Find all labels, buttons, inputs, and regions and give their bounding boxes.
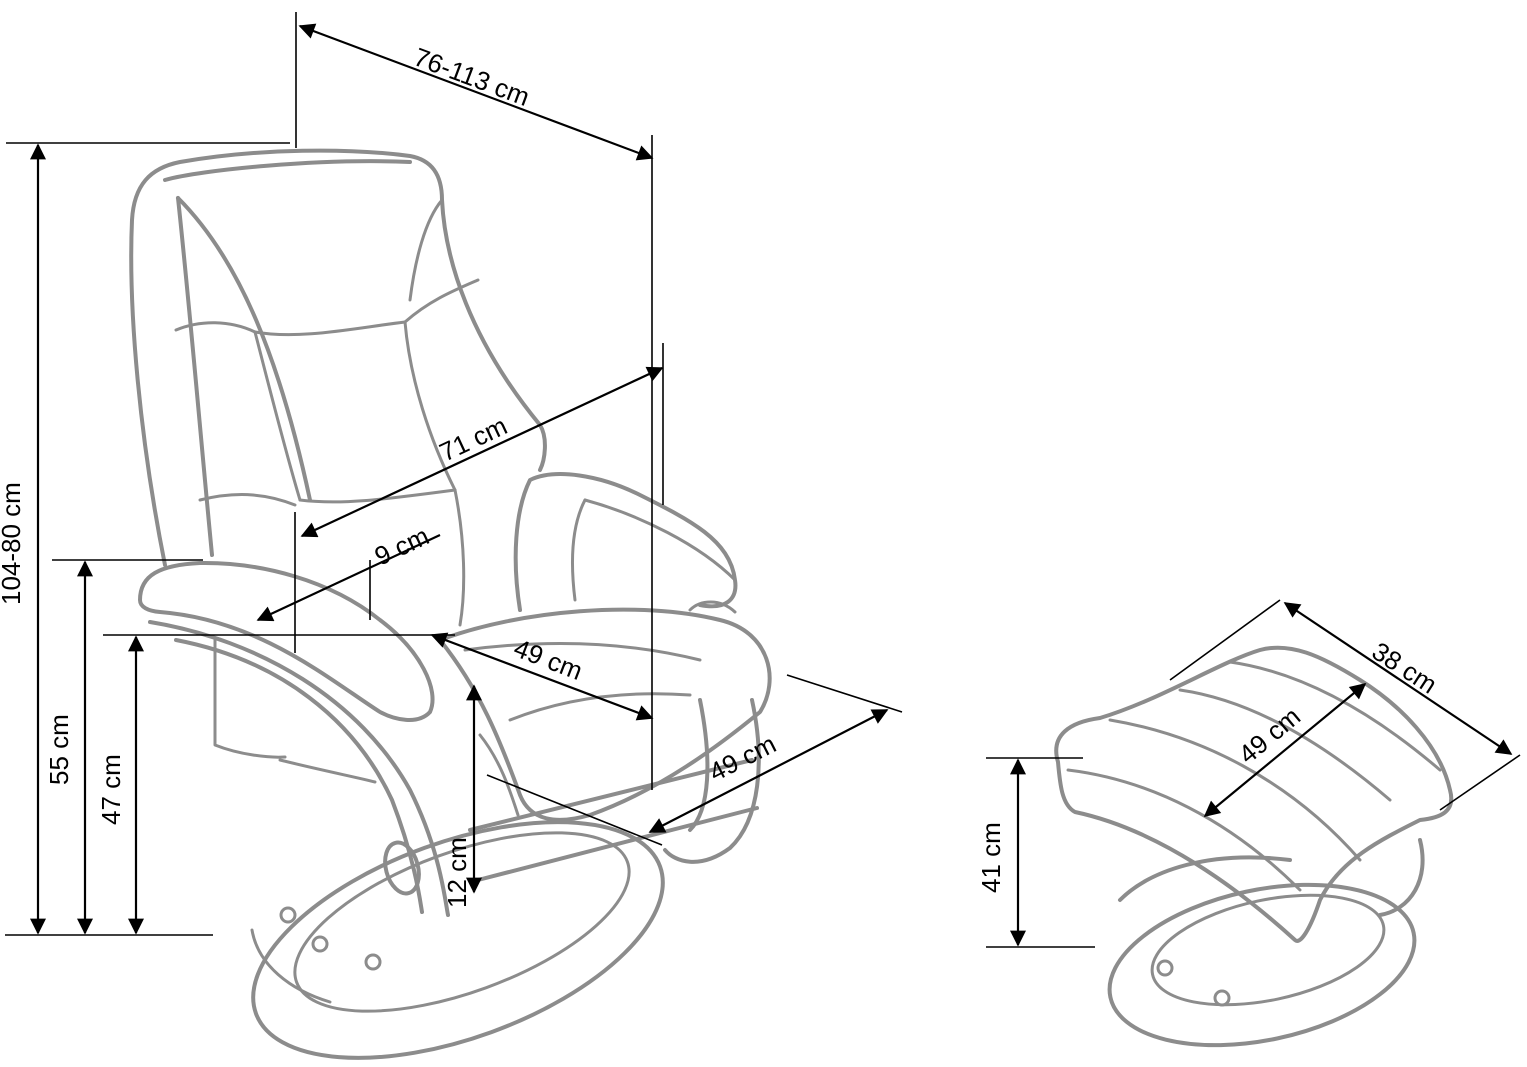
chair-right-armrest — [513, 472, 738, 614]
chair-seat-cushion — [438, 607, 772, 822]
chair-swivel-base — [250, 820, 665, 1060]
dimension-arrows — [30, 23, 1513, 947]
label-ottoman-width: 49 cm — [1233, 701, 1307, 769]
arrow-armrest-thickness — [256, 534, 441, 622]
arrow-base-width — [648, 709, 889, 833]
label-seat-height: 47 cm — [96, 754, 126, 825]
ottoman-base — [1107, 838, 1425, 1048]
label-seat-width: 71 cm — [435, 410, 512, 467]
arrow-ottoman-depth — [1283, 602, 1513, 755]
label-ottoman-height: 41 cm — [976, 822, 1006, 893]
label-armrest-thickness: 9 cm — [370, 520, 434, 571]
arrow-seat-width — [300, 366, 664, 538]
label-base-width: 49 cm — [704, 728, 781, 787]
ottoman — [1054, 645, 1454, 1048]
label-overall-height: 104-80 cm — [0, 482, 26, 605]
label-swivel-clearance: 12 cm — [442, 837, 472, 908]
arrow-seat-depth — [430, 632, 654, 721]
label-overall-depth: 76-113 cm — [410, 42, 534, 112]
ottoman-cushion — [1054, 645, 1454, 943]
extension-lines — [5, 12, 1521, 948]
chair-left-armrest — [138, 560, 435, 784]
recliner-chair — [129, 148, 772, 1060]
label-armrest-height: 55 cm — [44, 714, 74, 785]
arrow-overall-depth — [298, 23, 654, 161]
arrow-ottoman-width — [1203, 682, 1367, 818]
chair-backrest — [129, 148, 547, 627]
